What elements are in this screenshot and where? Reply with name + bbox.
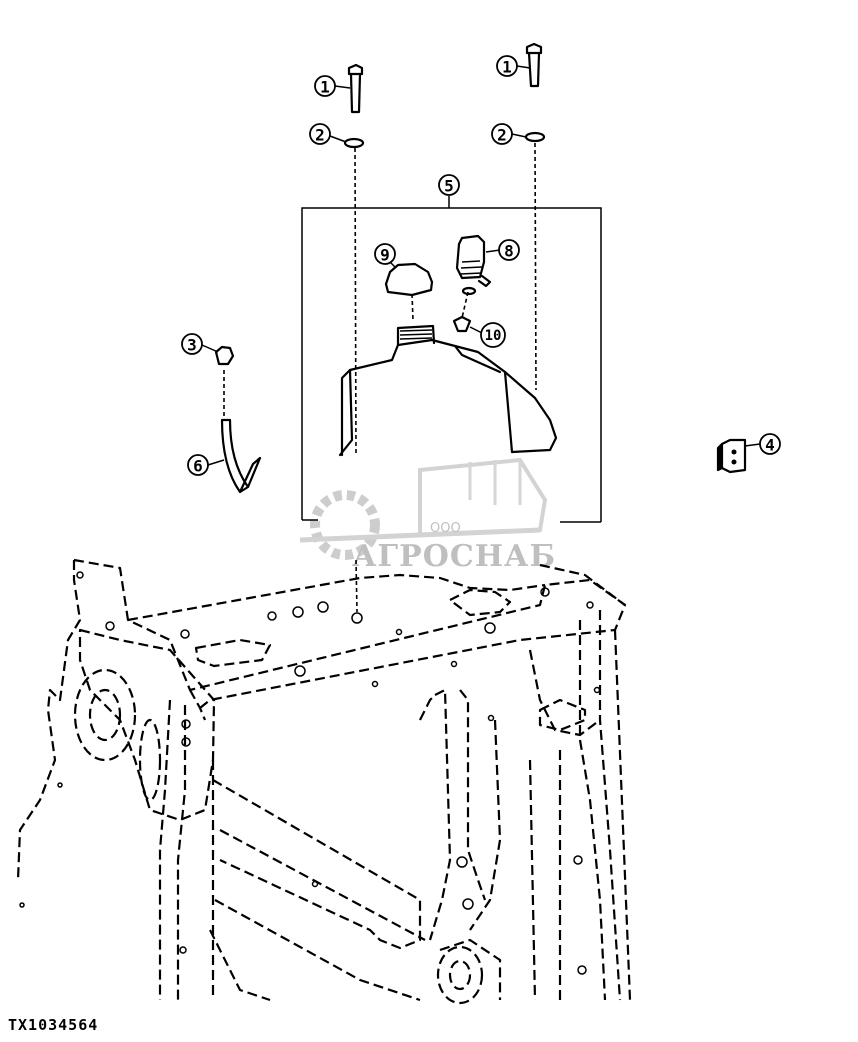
callout-1-left: 1 xyxy=(314,75,351,97)
svg-text:9: 9 xyxy=(380,246,390,265)
mounting-bracket xyxy=(716,438,747,474)
drain-hose xyxy=(220,418,262,494)
watermark-prefix: ООО xyxy=(430,521,461,536)
svg-text:2: 2 xyxy=(497,126,507,145)
hose-fitting xyxy=(214,345,235,366)
grommet xyxy=(452,315,472,333)
callout-2-right: 2 xyxy=(491,123,527,145)
callout-4: 4 xyxy=(744,433,781,455)
machine-frame xyxy=(16,558,632,1005)
callout-6: 6 xyxy=(187,454,225,476)
reservoir-cap xyxy=(384,262,434,297)
callout-5: 5 xyxy=(438,174,460,196)
svg-text:8: 8 xyxy=(504,242,514,261)
callout-9: 9 xyxy=(374,243,397,269)
bolt-left xyxy=(347,63,364,114)
assembly-line-left xyxy=(354,147,357,456)
svg-text:2: 2 xyxy=(315,126,325,145)
watermark-brand: АГРОСНАБ xyxy=(352,539,556,574)
group-bracket-box xyxy=(301,207,602,522)
svg-text:10: 10 xyxy=(485,328,502,344)
svg-text:4: 4 xyxy=(765,436,775,455)
washer-pump xyxy=(455,234,492,296)
washer-left xyxy=(343,137,365,149)
callout-1-right: 1 xyxy=(496,55,531,77)
assembly-line-right xyxy=(534,142,537,391)
svg-text:3: 3 xyxy=(187,336,197,355)
callout-8: 8 xyxy=(485,239,520,261)
svg-text:5: 5 xyxy=(444,177,454,196)
callout-3: 3 xyxy=(181,333,219,355)
figure-id: TX1034564 xyxy=(8,1016,99,1034)
svg-text:6: 6 xyxy=(193,457,203,476)
reservoir-tank xyxy=(338,324,558,457)
svg-text:1: 1 xyxy=(320,78,330,97)
bolt-right xyxy=(525,42,543,88)
svg-text:1: 1 xyxy=(502,58,512,77)
washer-right xyxy=(524,131,546,143)
callout-2-left: 2 xyxy=(309,123,347,145)
watermark-logo: ООО АГРОСНАБ xyxy=(299,457,556,574)
callout-10: 10 xyxy=(469,322,506,348)
